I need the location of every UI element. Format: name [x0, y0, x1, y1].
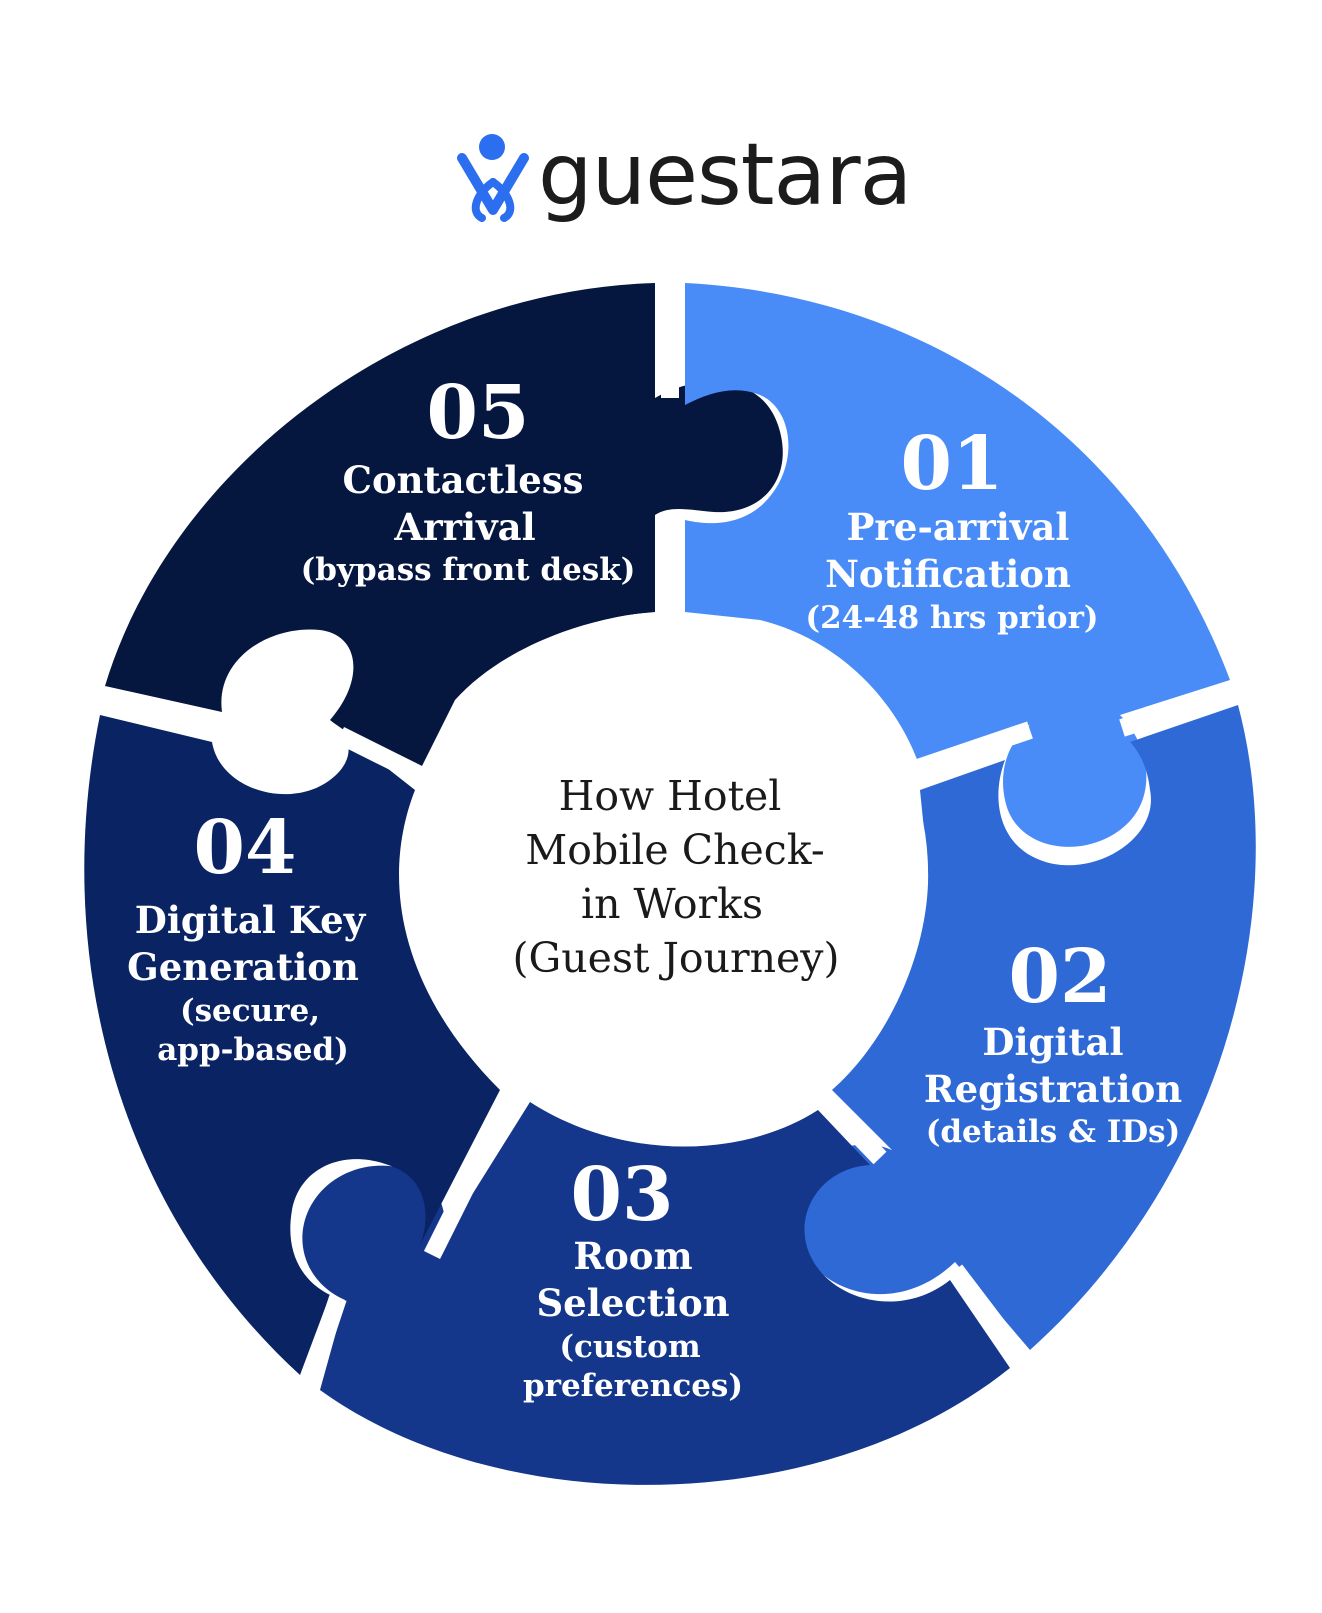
step-title-line-1: Room: [573, 1234, 692, 1278]
step-title-line-2: Generation: [127, 945, 359, 989]
step-detail-line-2: app-based): [157, 1032, 349, 1068]
puzzle-piece-05: [105, 283, 783, 770]
step-05-label: 05 Contactless Arrival (bypass front des…: [301, 370, 636, 588]
step-number: 01: [901, 421, 1004, 507]
puzzle-piece-01: [685, 283, 1230, 847]
step-title-line-1: Contactless: [343, 458, 584, 502]
center-title-line-4: (Guest Journey): [513, 934, 840, 982]
step-number: 03: [571, 1152, 674, 1238]
center-title-line-3: in Works: [581, 880, 763, 928]
step-number: 05: [427, 370, 530, 456]
step-03-label: 03 Room Selection (custom preferences): [523, 1152, 743, 1404]
step-title-line-1: Digital Key: [135, 898, 367, 942]
step-title-line-1: Digital: [982, 1020, 1123, 1064]
person-in-heart-icon: [457, 134, 529, 222]
step-title-line-2: Selection: [536, 1281, 729, 1325]
step-title-line-2: Arrival: [393, 505, 535, 549]
brand-name: guestara: [538, 125, 911, 225]
step-title-line-2: Registration: [924, 1067, 1182, 1111]
center-title-line-1: How Hotel: [559, 772, 782, 820]
step-title-line-1: Pre-arrival: [847, 505, 1070, 549]
step-detail-line-1: (secure,: [180, 993, 320, 1029]
step-detail-line-1: (24-48 hrs prior): [805, 600, 1098, 636]
step-number: 04: [194, 805, 297, 891]
step-detail-line-1: (details & IDs): [926, 1114, 1181, 1150]
center-title-line-2: Mobile Check-: [525, 826, 824, 874]
center-circle: [408, 612, 928, 1132]
step-detail-line-2: preferences): [523, 1368, 743, 1404]
puzzle-piece-04: [84, 715, 500, 1375]
step-02-label: 02 Digital Registration (details & IDs): [924, 934, 1182, 1150]
step-number: 02: [1009, 934, 1112, 1020]
puzzle-piece-02: [794, 705, 1256, 1350]
step-detail-line-1: (custom: [559, 1329, 701, 1365]
step-04-label: 04 Digital Key Generation (secure, app-b…: [127, 805, 367, 1068]
step-detail-line-1: (bypass front desk): [301, 552, 636, 588]
puzzle-seams: [93, 275, 1243, 1385]
puzzle-piece-03: [302, 1102, 1010, 1485]
puzzle-ring: [84, 283, 1256, 1485]
center-title: How Hotel Mobile Check- in Works (Guest …: [513, 772, 840, 982]
step-01-label: 01 Pre-arrival Notification (24-48 hrs p…: [805, 421, 1098, 636]
step-title-line-2: Notification: [825, 552, 1071, 596]
brand-logo: guestara: [457, 125, 912, 225]
